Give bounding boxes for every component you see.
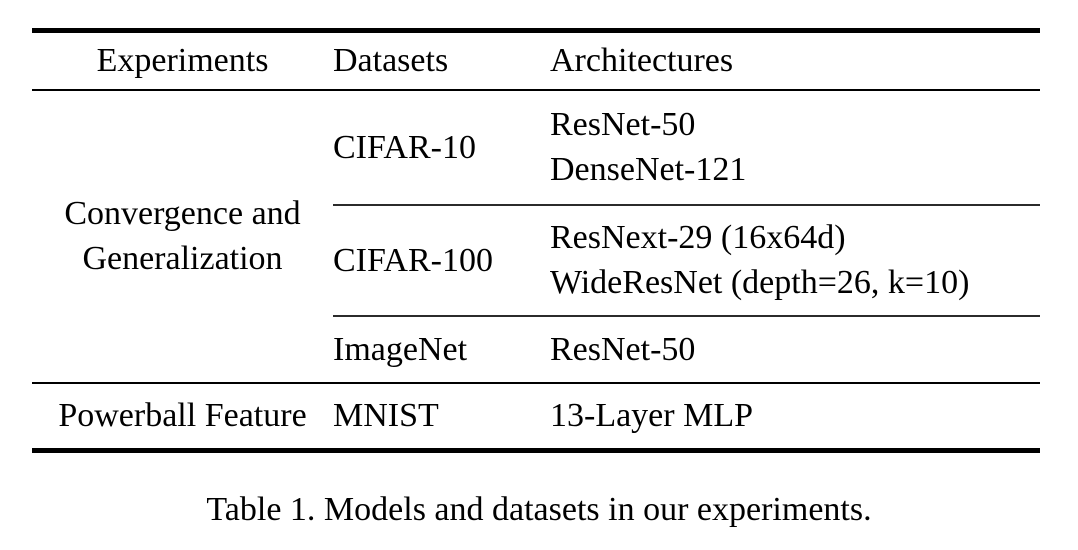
models-datasets-table: Experiments Datasets Architectures Conve… xyxy=(32,28,1040,453)
table-body: Convergence and Generalization CIFAR-10 … xyxy=(32,90,1040,451)
architecture-line: ResNet-50 xyxy=(550,330,696,368)
table-row: ImageNet ResNet-50 xyxy=(32,314,1040,383)
experiment-cell-convergence: Convergence and Generalization xyxy=(64,195,301,277)
table-row: CIFAR-100 ResNext-29 (16x64d) WideResNet… xyxy=(32,203,1040,316)
dataset-cell: CIFAR-100 xyxy=(333,203,550,316)
header-row: Experiments Datasets Architectures xyxy=(32,30,1040,91)
column-header-experiments: Experiments xyxy=(32,30,333,91)
architecture-line: ResNext-29 (16x64d) xyxy=(550,219,846,256)
table-row: Powerball Feature MNIST 13-Layer MLP xyxy=(32,381,1040,451)
architectures-cell: 13-Layer MLP xyxy=(550,381,1040,451)
architecture-line: 13-Layer MLP xyxy=(550,397,754,435)
architecture-line: ResNet-50 xyxy=(550,106,696,143)
table-caption: Table 1. Models and datasets in our expe… xyxy=(206,491,872,528)
dataset-cell: ImageNet xyxy=(333,314,550,383)
architectures-cell: ResNet-50 xyxy=(550,314,1040,383)
architecture-line: WideResNet (depth=26, k=10) xyxy=(550,264,970,301)
column-header-datasets: Datasets xyxy=(333,30,550,91)
table-row: Convergence and Generalization CIFAR-10 … xyxy=(32,90,1040,277)
architectures-cell: ResNet-50 DenseNet-121 xyxy=(550,90,1040,205)
dataset-cell: CIFAR-10 xyxy=(333,128,476,166)
architectures-cell: ResNext-29 (16x64d) WideResNet (depth=26… xyxy=(550,203,1040,316)
dataset-cell: MNIST xyxy=(333,381,550,451)
architecture-line: DenseNet-121 xyxy=(550,151,747,188)
experiment-cell-powerball: Powerball Feature xyxy=(32,381,333,451)
column-header-architectures: Architectures xyxy=(550,30,1040,91)
table-header: Experiments Datasets Architectures xyxy=(32,30,1040,91)
